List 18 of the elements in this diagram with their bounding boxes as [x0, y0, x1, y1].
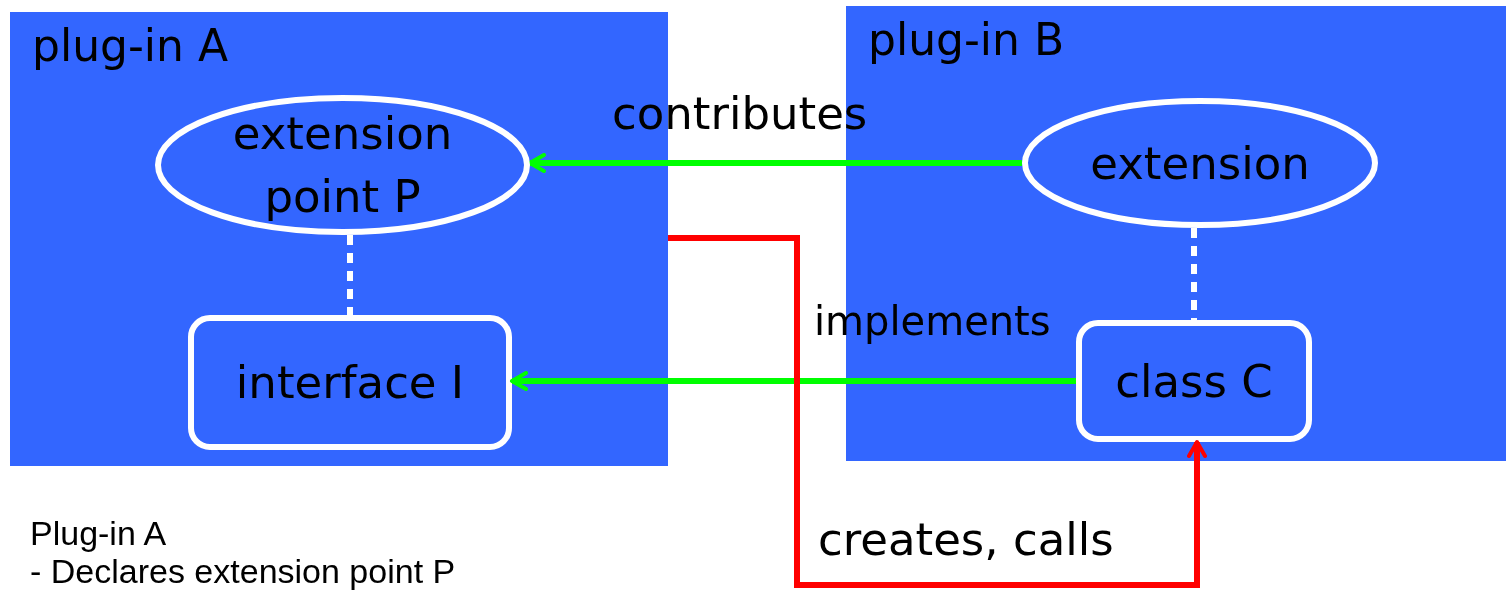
- dotted-line: [347, 235, 353, 315]
- extension-ellipse: [155, 95, 530, 235]
- node-label: extension point P: [231, 106, 454, 225]
- node-label: interface I: [234, 355, 466, 411]
- arrow: [527, 153, 1022, 173]
- node-label: class C: [1114, 353, 1274, 410]
- edge-label: creates, calls: [818, 516, 1114, 564]
- note-text: Plug-in A: [30, 514, 167, 553]
- extension-ellipse: [1022, 98, 1378, 228]
- arrow: [510, 371, 1076, 391]
- node-label: extension: [1089, 135, 1311, 192]
- dotted-line: [1191, 228, 1197, 320]
- arrow: [668, 235, 1207, 588]
- panel-title: plug-in A: [32, 20, 229, 71]
- panel-title: plug-in B: [868, 14, 1065, 65]
- note-text: - Declares extension point P: [30, 552, 456, 590]
- rounded-box: [188, 315, 512, 450]
- rounded-box: [1076, 320, 1312, 442]
